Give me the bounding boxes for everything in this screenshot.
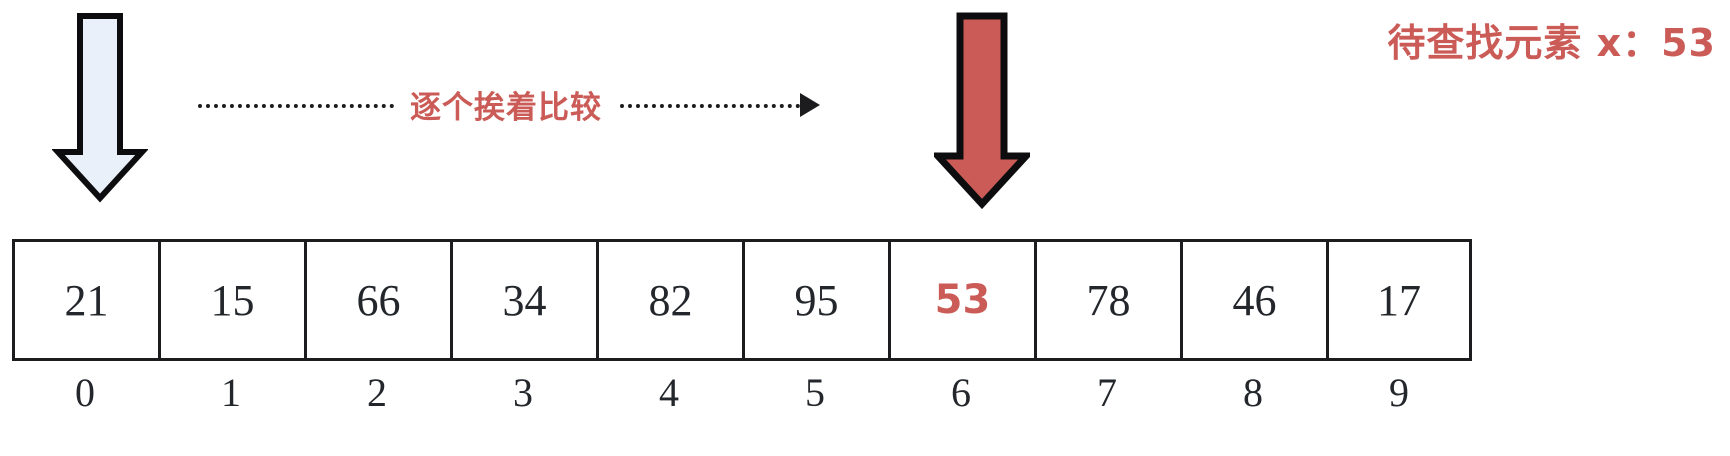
compare-label: 逐个挨着比较 [410,90,602,126]
array-index-0: 0 [75,370,95,415]
array-cell-2[interactable]: 66 [304,239,450,361]
array-index-7: 7 [1097,370,1117,415]
array-index-5: 5 [805,370,825,415]
array-cell-5[interactable]: 95 [742,239,888,361]
dotted-arrowhead-icon [800,93,820,117]
array-index-4: 4 [659,370,679,415]
array-cell-4[interactable]: 82 [596,239,742,361]
array-container: 21 15 66 34 82 95 53 78 46 17 [12,239,1472,361]
array-index-1: 1 [221,370,241,415]
array-cell-7[interactable]: 78 [1034,239,1180,361]
array-cell-9[interactable]: 17 [1326,239,1472,361]
array-index-6: 6 [951,370,971,415]
array-cell-1[interactable]: 15 [158,239,304,361]
array-index-8: 8 [1243,370,1263,415]
array-cell-6[interactable]: 53 [888,239,1034,361]
array-index-3: 3 [513,370,533,415]
array-cell-0[interactable]: 21 [12,239,158,361]
array-index-row: 0 1 2 3 4 5 6 7 8 9 [12,369,1472,416]
array-cell-3[interactable]: 34 [450,239,596,361]
dotted-line-left [198,104,394,108]
dotted-line-right [620,104,800,108]
array-cell-8[interactable]: 46 [1180,239,1326,361]
target-element-caption: 待查找元素 x：53 [1387,21,1716,65]
array-index-2: 2 [367,370,387,415]
compare-annotation: 逐个挨着比较 [198,82,838,130]
found-pointer-arrow-icon [930,10,1034,215]
start-pointer-arrow-icon [51,10,149,209]
array-index-9: 9 [1389,370,1409,415]
